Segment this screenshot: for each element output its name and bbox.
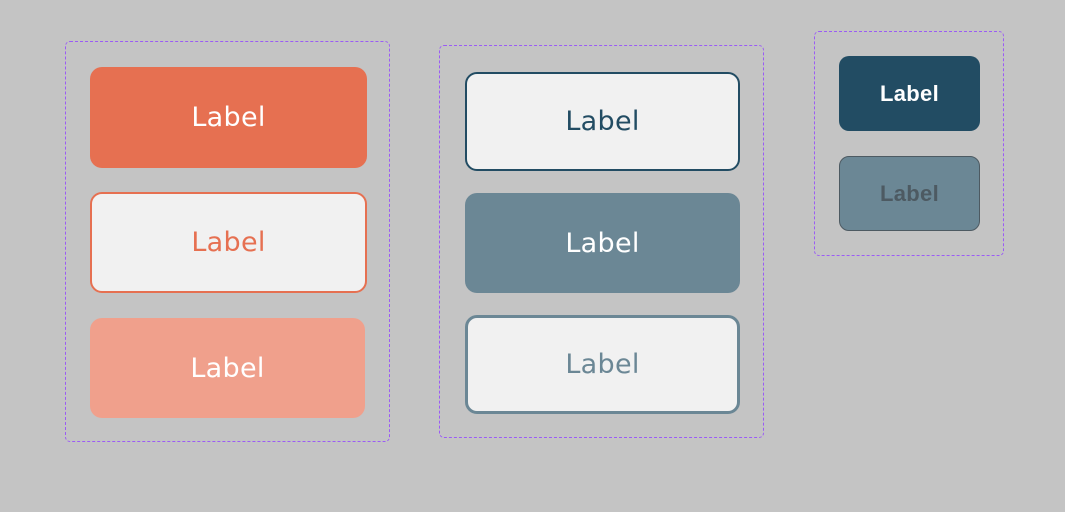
slate-filled-button[interactable]: Label bbox=[465, 193, 740, 293]
coral-button-group: Label Label Label bbox=[65, 41, 390, 442]
coral-disabled-button[interactable]: Label bbox=[90, 318, 365, 418]
small-slate-disabled-button[interactable]: Label bbox=[839, 156, 980, 231]
navy-outlined-button[interactable]: Label bbox=[465, 72, 740, 171]
small-navy-filled-button[interactable]: Label bbox=[839, 56, 980, 131]
small-button-group: Label Label bbox=[814, 31, 1004, 256]
coral-filled-button[interactable]: Label bbox=[90, 67, 367, 168]
coral-outlined-button[interactable]: Label bbox=[90, 192, 367, 293]
navy-button-group: Label Label Label bbox=[439, 45, 764, 438]
slate-outlined-button[interactable]: Label bbox=[465, 315, 740, 414]
